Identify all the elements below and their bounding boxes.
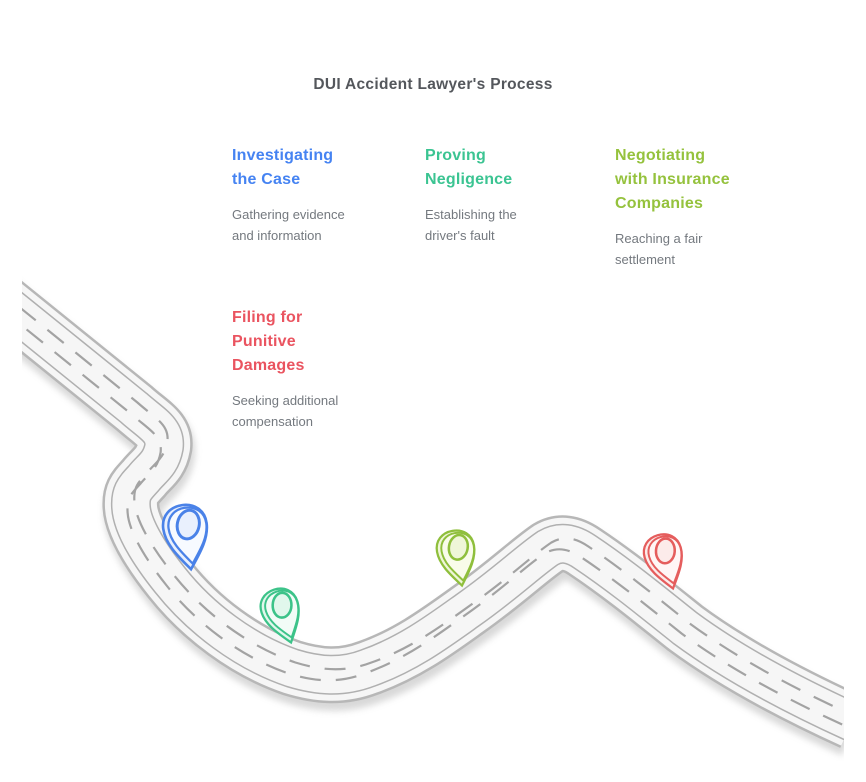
step-heading: Proving Negligence <box>425 147 513 188</box>
step-heading: Filing for Punitive Damages <box>232 309 305 374</box>
step-description: Gathering evidence and information <box>232 207 345 243</box>
step-description: Seeking additional compensation <box>232 393 339 429</box>
map-pin-negligence-icon <box>259 587 300 645</box>
map-pin-investigating-icon <box>161 503 209 572</box>
step-investigating-the-case: Investigating the Case Gathering evidenc… <box>232 144 402 246</box>
page-title: DUI Accident Lawyer's Process <box>313 76 553 93</box>
road-inner-surface <box>0 290 852 722</box>
map-pin-punitive-icon <box>642 533 683 591</box>
step-heading: Negotiating with Insurance Companies <box>615 147 730 212</box>
step-description: Establishing the driver's fault <box>425 207 517 243</box>
step-description: Reaching a fair settlement <box>615 231 703 267</box>
step-proving-negligence: Proving Negligence Establishing the driv… <box>425 144 595 246</box>
step-filing-punitive-damages: Filing for Punitive Damages Seeking addi… <box>232 306 402 432</box>
step-negotiating-with-insurance: Negotiating with Insurance Companies Rea… <box>615 144 785 270</box>
map-pin-insurance-icon <box>435 529 476 588</box>
step-heading: Investigating the Case <box>232 147 334 188</box>
